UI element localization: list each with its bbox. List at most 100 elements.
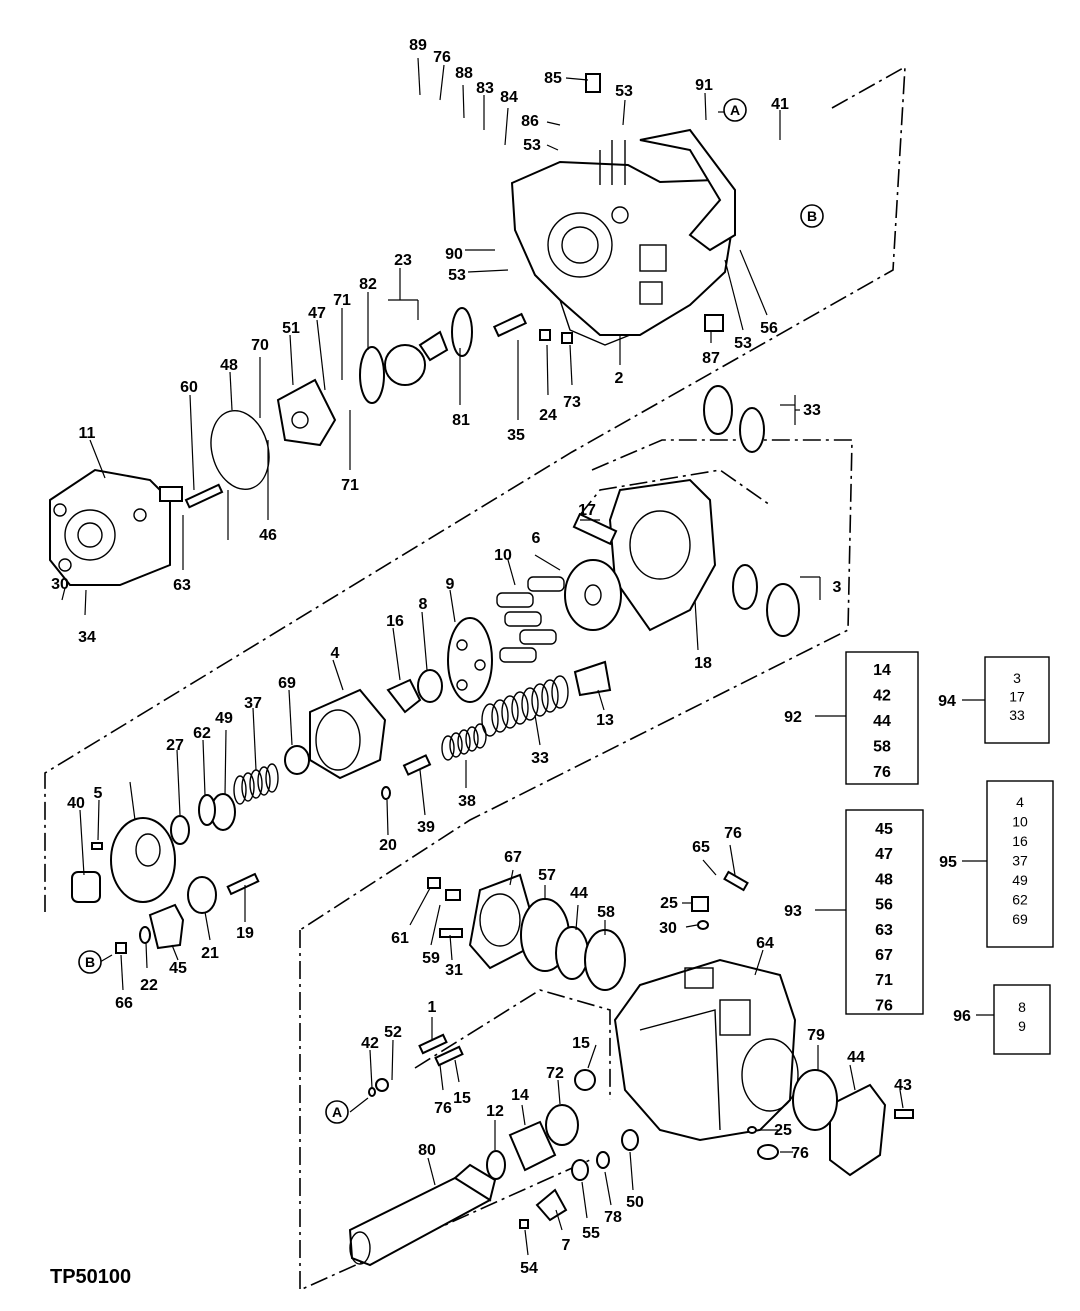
kit-item: 76	[875, 997, 893, 1014]
part-callout: 31	[445, 962, 463, 979]
part-callout: 6	[532, 530, 541, 547]
kit-item: 58	[873, 739, 891, 756]
kit-item: 33	[1009, 707, 1025, 723]
part-callout: 88	[455, 65, 473, 82]
part-callout: 45	[169, 960, 187, 977]
part-callout: 53	[615, 83, 633, 100]
part-callout: 90	[445, 246, 463, 263]
part-callout: 30	[51, 576, 69, 593]
part-callout: 23	[394, 252, 412, 269]
kit-item: 3	[1013, 670, 1021, 686]
kit-boxes	[815, 651, 1054, 1055]
kit-item: 37	[1012, 853, 1028, 869]
part-callout: 24	[539, 407, 557, 424]
swash-plate-group	[564, 385, 800, 637]
part-callout: 1	[428, 999, 437, 1016]
part-callout: 67	[504, 849, 522, 866]
part-callout: 53	[734, 335, 752, 352]
part-callout: 41	[771, 96, 789, 113]
part-callout: 42	[361, 1035, 379, 1052]
part-callout: 69	[278, 675, 296, 692]
part-callout: 79	[807, 1027, 825, 1044]
kit-item: 63	[875, 922, 893, 939]
part-callout: 81	[452, 412, 470, 429]
part-callout: 76	[724, 825, 742, 842]
part-callout: 7	[562, 1237, 571, 1254]
part-callout: 84	[500, 89, 518, 106]
kit-item: 47	[875, 846, 893, 863]
kit-item: 10	[1012, 814, 1028, 830]
part-callout: 12	[486, 1103, 504, 1120]
ref-marker-b-top: B	[800, 204, 824, 228]
part-callout: 63	[173, 577, 191, 594]
part-callout: 37	[244, 695, 262, 712]
group-boundaries	[44, 65, 906, 1292]
part-callout: 14	[511, 1087, 529, 1104]
ref-marker-a-top: A	[723, 98, 747, 122]
kit-item: 69	[1012, 911, 1028, 927]
part-callout: 17	[578, 502, 596, 519]
svg-text:B: B	[85, 954, 95, 970]
part-callout: 78	[604, 1209, 622, 1226]
part-callout: 49	[215, 710, 233, 727]
part-callout: 53	[448, 267, 466, 284]
part-callout: 39	[417, 819, 435, 836]
rotating-group	[284, 576, 612, 800]
part-callout: 62	[193, 725, 211, 742]
part-callout: 15	[453, 1090, 471, 1107]
part-callout: 50	[626, 1194, 644, 1211]
part-callout: 56	[760, 320, 778, 337]
part-callout: 82	[359, 276, 377, 293]
part-callout: 83	[476, 80, 494, 97]
part-callout: 76	[434, 1100, 452, 1117]
kit-item: 62	[1012, 892, 1028, 908]
part-callout: 21	[201, 945, 219, 962]
part-callout: 59	[422, 950, 440, 967]
upper-row-parts	[184, 307, 724, 509]
kit-item: 67	[875, 947, 893, 964]
part-callout: 61	[391, 930, 409, 947]
part-callout: 68	[0, 0, 9, 4]
part-callout: 70	[251, 337, 269, 354]
drive-shaft-group	[348, 1033, 639, 1267]
cover-seals-group	[427, 870, 749, 991]
part-callout: 89	[409, 37, 427, 54]
part-callout: 44	[847, 1049, 865, 1066]
part-callout: 72	[546, 1065, 564, 1082]
part-callout: 44	[570, 885, 588, 902]
svg-text:A: A	[332, 1104, 342, 1120]
part-callout: 64	[756, 935, 774, 952]
part-callout: 40	[67, 795, 85, 812]
svg-text:B: B	[807, 208, 817, 224]
kit-94-number: 94	[938, 693, 956, 710]
kit-item: 17	[1009, 689, 1025, 705]
part-callout: 71	[333, 292, 351, 309]
part-callout: 91	[695, 77, 713, 94]
part-callout: 53	[523, 137, 541, 154]
part-callout: 80	[418, 1142, 436, 1159]
part-callout: 51	[282, 320, 300, 337]
regulator-housing	[510, 73, 737, 346]
kit-92-number: 92	[784, 709, 802, 726]
svg-text:A: A	[730, 102, 740, 118]
part-callout: 15	[572, 1035, 590, 1052]
part-callout: 33	[803, 402, 821, 419]
part-callout: 46	[259, 527, 277, 544]
part-callout: 38	[458, 793, 476, 810]
kit-item: 42	[873, 688, 891, 705]
part-callout: 66	[115, 995, 133, 1012]
kit-93-number: 93	[784, 903, 802, 920]
part-callout: 4	[331, 645, 340, 662]
part-callout: 16	[386, 613, 404, 630]
part-callout: 33	[531, 750, 549, 767]
leader-lines	[61, 57, 904, 1256]
lower-small-parts	[115, 872, 260, 954]
kit-96-number: 96	[953, 1008, 971, 1025]
part-callout: 11	[79, 425, 96, 442]
kit-item: 56	[875, 897, 893, 914]
kit-item: 8	[1018, 999, 1026, 1015]
part-callout: 60	[180, 379, 198, 396]
part-callout: 25	[660, 895, 678, 912]
drawing-code: TP50100	[50, 1266, 131, 1288]
